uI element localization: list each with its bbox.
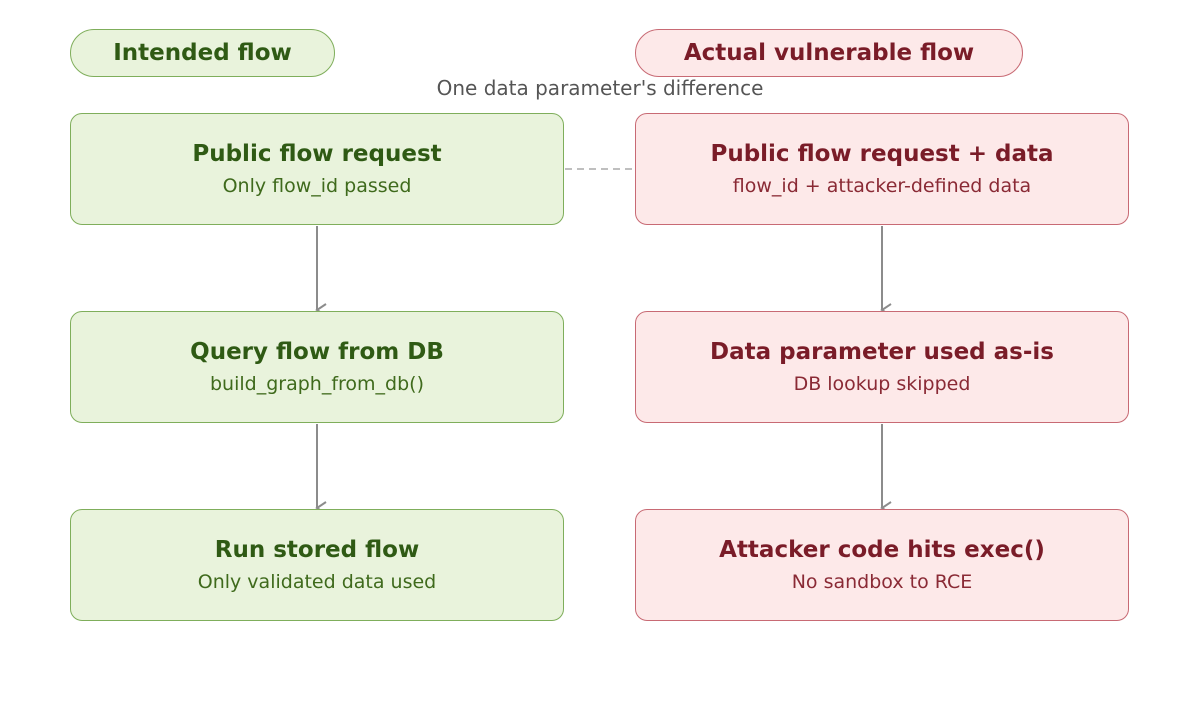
step-title: Data parameter used as-is <box>710 339 1054 365</box>
step-subtitle: flow_id + attacker-defined data <box>732 175 1032 197</box>
vulnerable-step-exec: Attacker code hits exec() No sandbox to … <box>635 509 1129 621</box>
intended-step-public-request: Public flow request Only flow_id passed <box>70 113 564 225</box>
step-subtitle: Only validated data used <box>197 571 437 593</box>
step-title: Attacker code hits exec() <box>719 537 1045 563</box>
intended-step-query-db: Query flow from DB build_graph_from_db() <box>70 311 564 423</box>
comparison-note: One data parameter's difference <box>436 76 764 100</box>
step-subtitle: No sandbox to RCE <box>791 571 973 593</box>
intended-step-run-stored: Run stored flow Only validated data used <box>70 509 564 621</box>
intended-flow-header: Intended flow <box>70 29 335 77</box>
step-title: Query flow from DB <box>190 339 444 365</box>
step-title: Public flow request <box>192 141 442 167</box>
vulnerable-flow-header: Actual vulnerable flow <box>635 29 1023 77</box>
vulnerable-step-data-as-is: Data parameter used as-is DB lookup skip… <box>635 311 1129 423</box>
step-title: Run stored flow <box>214 537 420 563</box>
vulnerable-step-public-request-data: Public flow request + data flow_id + att… <box>635 113 1129 225</box>
step-subtitle: DB lookup skipped <box>793 373 971 395</box>
step-title: Public flow request + data <box>710 141 1054 167</box>
step-subtitle: Only flow_id passed <box>222 175 412 197</box>
step-subtitle: build_graph_from_db() <box>209 373 424 395</box>
